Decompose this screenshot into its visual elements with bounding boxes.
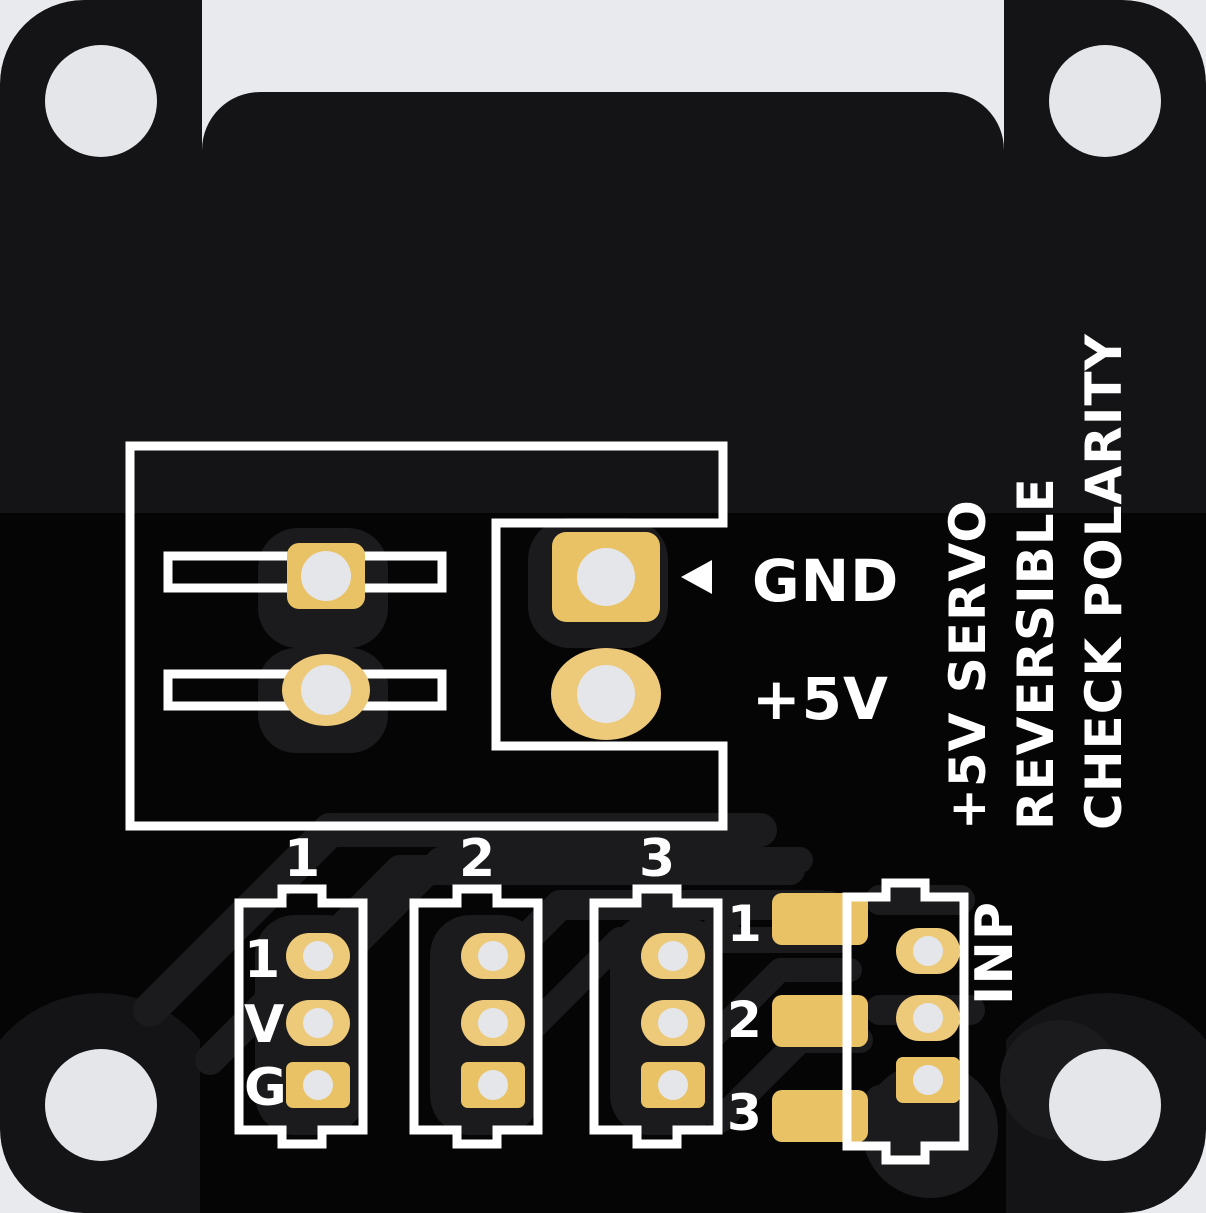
servo-number-3: 3 — [639, 829, 676, 889]
inp-header-outline — [842, 878, 969, 1165]
servo1-drill-signal — [303, 941, 333, 971]
mounting-hole-bottom-right — [1049, 1049, 1161, 1161]
warning-line-3: CHECK POLARITY — [1075, 333, 1133, 830]
terminal-drill-left-top — [301, 551, 351, 601]
warning-line-1: +5V SERVO — [939, 499, 997, 830]
servo2-drill-v — [478, 1008, 508, 1038]
inp-drill-1 — [913, 936, 943, 966]
warning-line-2: REVERSIBLE — [1007, 477, 1065, 830]
silkscreen-text-layer: GND +5V 1 2 3 1 V G 1 2 3 INP +5V SERVO … — [244, 333, 1133, 1142]
servo-outline-3 — [589, 884, 723, 1149]
mounting-holes — [45, 45, 1161, 1161]
servo-connector-outlines — [234, 884, 723, 1149]
pin1-triangle-icon — [681, 560, 712, 594]
servo-outline-2 — [409, 884, 543, 1149]
servo1-drill-v — [303, 1008, 333, 1038]
servo-number-2: 2 — [459, 829, 496, 889]
inp-channel-number-3: 3 — [727, 1084, 763, 1142]
terminal-drill-left-bottom — [301, 665, 351, 715]
servo1-drill-g — [303, 1070, 333, 1100]
label-gnd: GND — [752, 547, 899, 615]
inp-drill-3 — [913, 1065, 943, 1095]
servo3-drill-g — [658, 1070, 688, 1100]
mounting-hole-top-right — [1049, 45, 1161, 157]
mounting-hole-top-left — [45, 45, 157, 157]
servo1-pinlabel-g: G — [244, 1058, 288, 1118]
board-upper-band — [0, 92, 1206, 513]
servo1-pinlabel-v: V — [244, 995, 285, 1055]
inp-channel-number-1: 1 — [727, 895, 763, 953]
servo2-drill-signal — [478, 941, 508, 971]
servo-number-1: 1 — [284, 829, 321, 889]
inp-smd-pad-2 — [772, 995, 868, 1047]
inp-smd-pad-3 — [772, 1090, 868, 1142]
screw-terminal-pads — [282, 532, 661, 740]
input-header-group — [772, 878, 969, 1165]
servo1-pinlabel-signal: 1 — [244, 930, 281, 990]
inp-channel-number-2: 2 — [727, 991, 763, 1049]
label-5v: +5V — [752, 665, 889, 733]
servo3-drill-signal — [658, 941, 688, 971]
inp-drill-2 — [913, 1003, 943, 1033]
servo-outline-1 — [234, 884, 368, 1149]
servo3-drill-v — [658, 1008, 688, 1038]
mounting-hole-bottom-left — [45, 1049, 157, 1161]
servo2-drill-g — [478, 1070, 508, 1100]
label-inp: INP — [965, 901, 1025, 1005]
servo-pads — [286, 933, 705, 1108]
drill-5v — [577, 665, 635, 723]
top-notch-cutout — [202, 0, 1004, 150]
drill-gnd — [577, 548, 635, 606]
